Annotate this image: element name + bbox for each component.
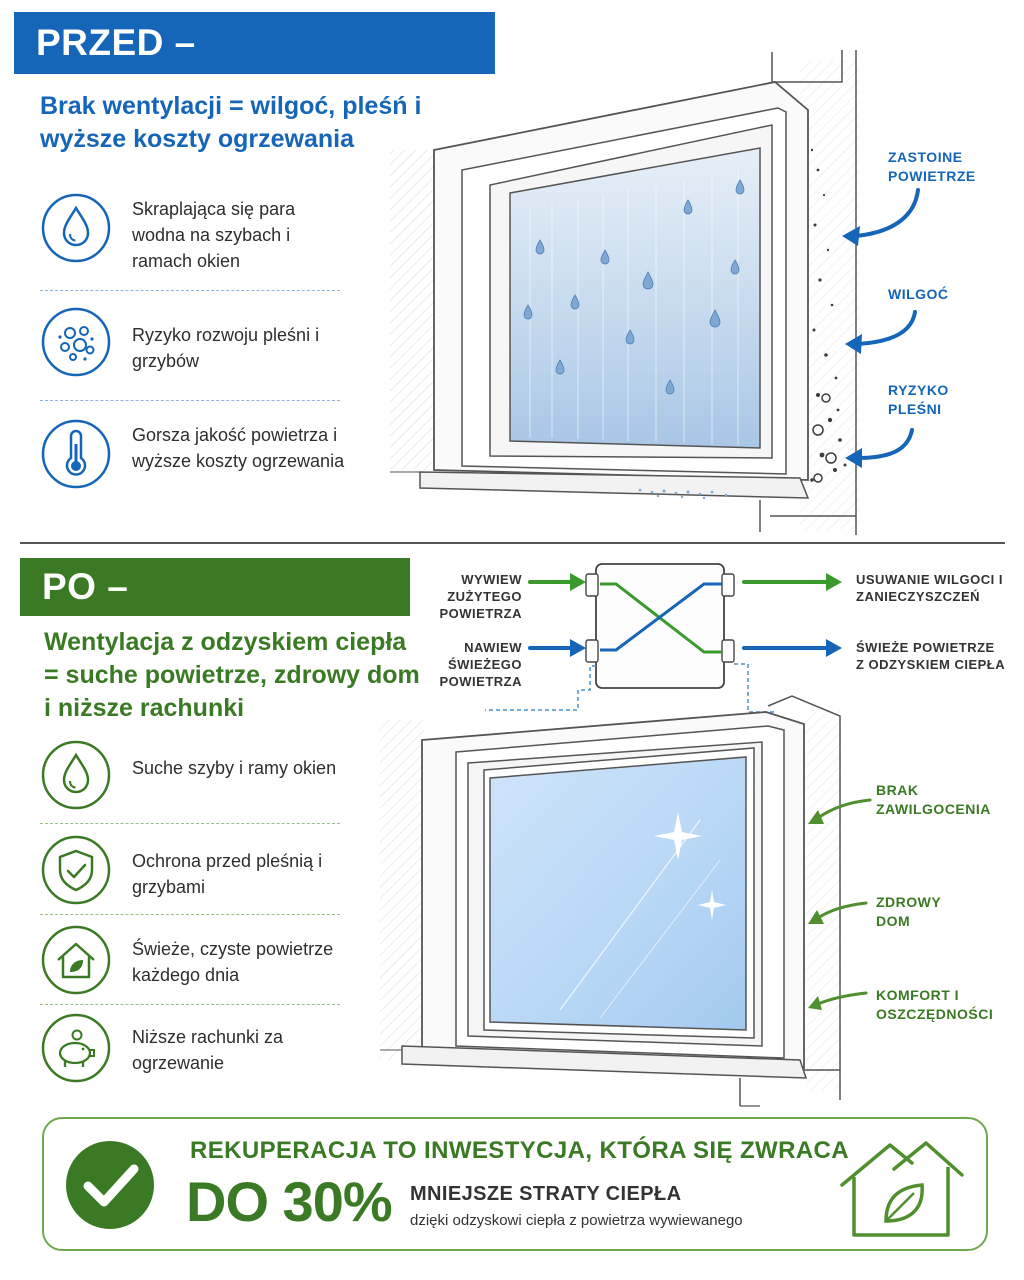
water-drop-icon bbox=[41, 193, 111, 263]
before-feature-text: Gorsza jakość powietrza i wyższe koszty … bbox=[132, 425, 345, 471]
before-feature-air-quality: Gorsza jakość powietrza i wyższe koszty … bbox=[40, 418, 344, 498]
before-feature-text: Skraplająca się para wodna na szybach i … bbox=[132, 199, 296, 271]
diagram-exhaust-out: USUWANIE WILGOCI I ZANIECZYSZCZEŃ bbox=[856, 572, 1003, 604]
piggy-bank-icon bbox=[41, 1013, 111, 1083]
heat-recovery-unit bbox=[585, 563, 735, 689]
water-drop-icon bbox=[41, 740, 111, 810]
separator bbox=[40, 400, 340, 401]
after-badge: PO – REKUPERACJA bbox=[20, 558, 410, 665]
after-feature-fresh-air: Świeże, czyste powietrze każdego dnia bbox=[40, 924, 340, 1004]
banner-percentage: DO 30% bbox=[186, 1170, 393, 1233]
thermometer-icon bbox=[41, 419, 111, 489]
before-feature-text: Ryzyko rozwoju pleśni i grzybów bbox=[132, 325, 320, 371]
banner-headline: REKUPERACJA TO INWESTYCJA, KTÓRA SIĘ ZWR… bbox=[190, 1137, 850, 1164]
checkmark-icon bbox=[66, 1141, 154, 1229]
section-divider bbox=[20, 542, 1005, 544]
separator bbox=[40, 290, 340, 291]
after-feature-dry: Suche szyby i ramy okien bbox=[40, 739, 340, 819]
diagram-exhaust-in: WYWIEW ZUŻYTEGO POWIETRZA bbox=[439, 572, 522, 621]
foggy-window-illustration bbox=[390, 50, 920, 535]
callout-comfort-savings: KOMFORT I OSZCZĘDNOŚCI bbox=[876, 987, 994, 1022]
after-feature-savings: Niższe rachunki za ogrzewanie bbox=[40, 1012, 340, 1092]
mold-spores-icon bbox=[41, 307, 111, 377]
banner-description: dzięki odzyskowi ciepła z powietrza wywi… bbox=[410, 1212, 743, 1229]
separator bbox=[40, 1004, 340, 1005]
shield-check-icon bbox=[41, 835, 111, 905]
house-leaf-icon bbox=[840, 1141, 964, 1237]
before-feature-mold: Ryzyko rozwoju pleśni i grzybów bbox=[40, 306, 340, 386]
summary-banner: REKUPERACJA TO INWESTYCJA, KTÓRA SIĘ ZWR… bbox=[42, 1117, 988, 1251]
clean-window-illustration bbox=[380, 563, 872, 1107]
callout-mold-risk: RYZYKO PLEŚNI bbox=[888, 382, 949, 417]
callout-stagnant-air: ZASTOINE POWIETRZE bbox=[888, 149, 976, 184]
diagram-supply-in: NAWIEW ŚWIEŻEGO POWIETRZA bbox=[439, 640, 522, 689]
before-badge: PRZED – ZAWILGOCENIE bbox=[14, 12, 495, 125]
separator bbox=[40, 823, 340, 824]
callout-moisture: WILGOĆ bbox=[888, 286, 949, 302]
after-feature-text: Suche szyby i ramy okien bbox=[132, 758, 337, 778]
diagram-supply-out: ŚWIEŻE POWIETRZE Z ODZYSKIEM CIEPŁA bbox=[856, 640, 1006, 672]
banner-subheading: MNIEJSZE STRATY CIEPŁA bbox=[410, 1183, 682, 1205]
callout-healthy-home: ZDROWY DOM bbox=[876, 894, 941, 929]
callout-no-dampness: BRAK ZAWILGOCENIA bbox=[876, 782, 991, 817]
after-feature-text: Świeże, czyste powietrze każdego dnia bbox=[132, 939, 334, 985]
after-feature-text: Niższe rachunki za ogrzewanie bbox=[132, 1027, 284, 1073]
after-subtitle: Wentylacja z odzyskiem ciepła = suche po… bbox=[44, 628, 420, 722]
before-feature-condensation: Skraplająca się para wodna na szybach i … bbox=[40, 192, 340, 272]
before-subtitle: Brak wentylacji = wilgoć, pleśń i wyższe… bbox=[40, 92, 422, 153]
after-feature-text: Ochrona przed pleśnią i grzybami bbox=[132, 851, 323, 897]
after-feature-protection: Ochrona przed pleśnią i grzybami bbox=[40, 834, 340, 914]
house-leaf-icon bbox=[41, 925, 111, 995]
separator bbox=[40, 914, 340, 915]
